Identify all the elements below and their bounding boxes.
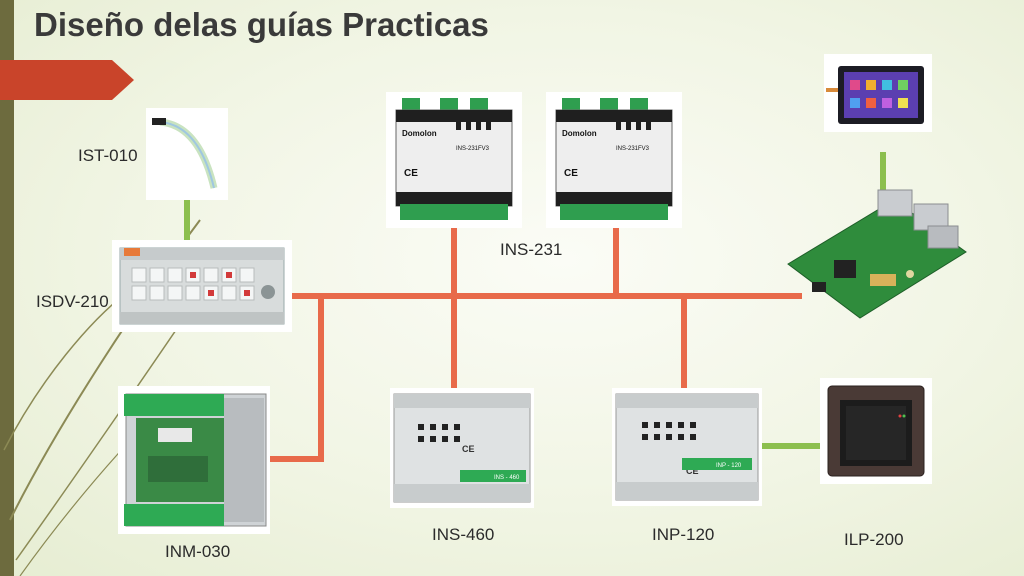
link-ilp200	[760, 443, 822, 449]
ins231-module-2-image: Domolon INS-231FV3 CE	[546, 92, 682, 228]
title-accent-tab	[0, 60, 134, 100]
svg-text:CE: CE	[404, 168, 418, 179]
ilp200-panel-image	[820, 378, 932, 484]
touch-display-image	[824, 54, 932, 132]
bus-main-horizontal	[282, 293, 802, 299]
label-ist010: IST-010	[78, 146, 138, 165]
ins460-module-image: CE INS - 460	[390, 388, 534, 508]
label-inp120: INP-120	[652, 525, 715, 544]
inp120-module-image: CE INP - 120	[612, 388, 762, 506]
isdv210-panel-image	[112, 240, 292, 332]
label-ins231: INS-231	[500, 240, 563, 259]
svg-text:INS-231FV3: INS-231FV3	[616, 146, 650, 152]
ist010-sensor-image	[146, 108, 228, 200]
bus-drop-inm030	[318, 296, 324, 462]
left-accent-bar	[0, 0, 14, 576]
label-ins460: INS-460	[432, 525, 495, 544]
svg-text:Domolon: Domolon	[402, 129, 437, 138]
svg-text:INS - 460: INS - 460	[494, 475, 520, 481]
label-inm030: INM-030	[165, 542, 231, 561]
svg-text:INP - 120: INP - 120	[716, 463, 742, 469]
svg-text:Domolon: Domolon	[562, 129, 597, 138]
svg-text:CE: CE	[462, 444, 475, 454]
svg-text:INS-231FV3: INS-231FV3	[456, 146, 490, 152]
bus-drop-ins231-b	[613, 220, 619, 298]
label-ilp200: ILP-200	[844, 530, 904, 549]
svg-text:CE: CE	[564, 168, 578, 179]
svg-text:CE: CE	[686, 466, 699, 476]
bus-link-inm030	[270, 456, 324, 462]
bus-drop-inp120	[681, 296, 687, 396]
ins231-module-1-image: Domolon INS-231FV3 CE	[386, 92, 522, 228]
raspberry-pi-board-image	[782, 182, 972, 330]
bus-drop-ins231-a	[451, 220, 457, 392]
slide-title: Diseño delas guías Practicas	[34, 6, 489, 43]
inm030-module-image	[118, 386, 270, 534]
link-display	[880, 152, 886, 196]
link-ist010	[184, 200, 190, 244]
label-isdv210: ISDV-210	[36, 292, 109, 311]
